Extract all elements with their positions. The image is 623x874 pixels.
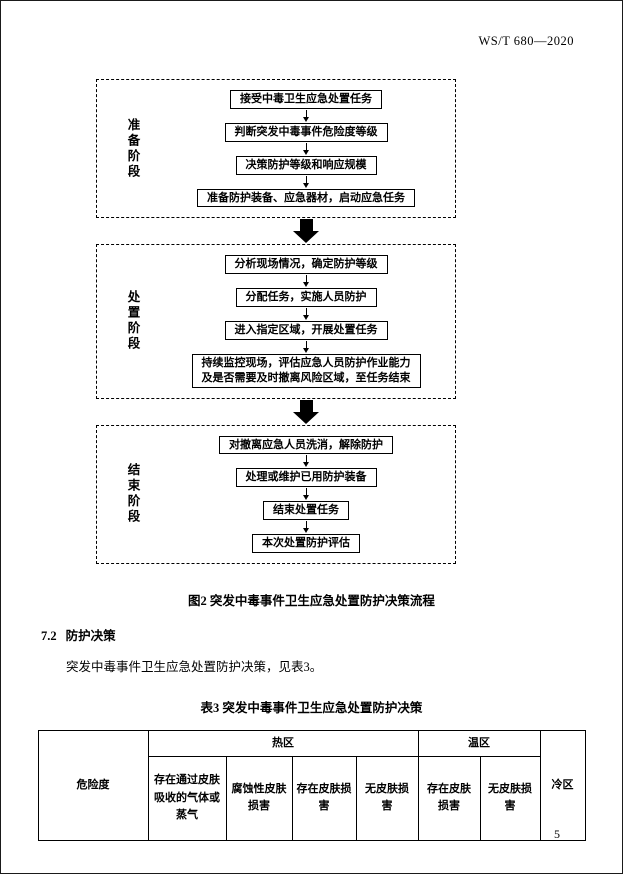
table-row: 危险度 热区 温区 冷区: [37, 729, 586, 841]
down-arrow-icon: [302, 109, 309, 122]
down-arrow-icon: [302, 175, 309, 188]
arrow-shaft: [299, 399, 313, 412]
section-number: 7.2: [41, 628, 57, 643]
flow-step: 本次处置防护评估: [252, 534, 360, 553]
down-arrow-icon: [302, 521, 309, 534]
flow-step: 持续监控现场，评估应急人员防护作业能力 及是否需要及时撤离风险区域，至任务结束: [191, 353, 421, 388]
flow-step: 结束处置任务: [263, 501, 349, 521]
phase-steps: 接受中毒卫生应急处置任务 判断突发中毒事件危险度等级 决策防护等级和响应规模 准…: [163, 90, 449, 208]
header-warm-sub-2: 无皮肤损害: [479, 755, 541, 841]
flow-step: 分析现场情况，确定防护等级: [224, 255, 388, 275]
header-hot-sub-3: 存在皮肤损害: [291, 755, 357, 841]
flow-step: 处理或维护已用防护装备: [235, 468, 377, 488]
standard-code: WS/T 680—2020: [478, 34, 574, 48]
big-down-arrow-icon: [293, 399, 319, 424]
table-caption: 表3 突发中毒事件卫生应急处置防护决策: [200, 700, 423, 715]
phase-disposal: 处置阶段 分析现场情况，确定防护等级 分配任务，实施人员防护 进入指定区域，开展…: [96, 244, 456, 399]
phase-transition: [96, 219, 456, 244]
down-arrow-icon: [302, 455, 309, 468]
flow-step: 判断突发中毒事件危险度等级: [224, 122, 388, 142]
header-hot-sub-4: 无皮肤损害: [355, 755, 419, 841]
section-heading: 7.2 防护决策: [41, 625, 622, 644]
down-arrow-icon: [302, 142, 309, 155]
arrow-head: [293, 411, 319, 424]
flow-step: 对撤离应急人员洗消，解除防护: [219, 435, 393, 455]
page-number: 5: [554, 827, 560, 841]
phase-label-box: 处置阶段: [103, 255, 163, 387]
flow-step: 分配任务，实施人员防护: [235, 288, 377, 308]
phase-label: 处置阶段: [125, 290, 140, 353]
phase-label: 结束阶段: [125, 463, 140, 526]
phase-label: 准备阶段: [125, 117, 140, 180]
table3: 危险度 热区 温区 冷区 存在通过皮肤吸收的气体或蒸气 腐蚀性皮肤损害 存在皮肤…: [37, 729, 586, 841]
header-hot-zone: 热区: [147, 729, 419, 757]
header-hot-sub-2: 腐蚀性皮肤损害: [225, 755, 293, 841]
down-arrow-icon: [302, 308, 309, 321]
phase-steps: 分析现场情况，确定防护等级 分配任务，实施人员防护 进入指定区域，开展处置任务 …: [163, 255, 449, 388]
header-risk: 危险度: [37, 729, 149, 841]
header-warm-sub-1: 存在皮肤损害: [417, 755, 481, 841]
flow-step: 进入指定区域，开展处置任务: [224, 321, 388, 340]
figure-caption: 图2 突发中毒事件卫生应急处置防护决策流程: [188, 593, 435, 608]
header-hot-sub-1: 存在通过皮肤吸收的气体或蒸气: [147, 755, 227, 841]
down-arrow-icon: [302, 488, 309, 501]
phase-transition: [96, 399, 456, 424]
section-title: 防护决策: [65, 628, 116, 643]
big-down-arrow-icon: [293, 219, 319, 244]
header-warm-zone: 温区: [417, 729, 541, 757]
flow-step: 接受中毒卫生应急处置任务: [230, 90, 382, 109]
phase-label-box: 准备阶段: [103, 90, 163, 207]
phase-conclusion: 结束阶段 对撤离应急人员洗消，解除防护 处理或维护已用防护装备 结束处置任务 本…: [96, 424, 456, 564]
phase-steps: 对撤离应急人员洗消，解除防护 处理或维护已用防护装备 结束处置任务 本次处置防护…: [163, 435, 449, 553]
down-arrow-icon: [302, 340, 309, 353]
body-paragraph: 突发中毒事件卫生应急处置防护决策，见表3。: [66, 659, 323, 674]
arrow-head: [293, 231, 319, 244]
phase-preparation: 准备阶段 接受中毒卫生应急处置任务 判断突发中毒事件危险度等级 决策防护等级和响…: [96, 79, 456, 219]
arrow-shaft: [299, 219, 313, 232]
table-row: 存在通过皮肤吸收的气体或蒸气 腐蚀性皮肤损害 存在皮肤损害 无皮肤损害 存在皮肤…: [38, 755, 585, 841]
header-cold-zone: 冷区: [539, 729, 586, 841]
flow-step: 准备防护装备、应急器材，启动应急任务: [197, 188, 415, 208]
flow-step: 决策防护等级和响应规模: [235, 155, 377, 175]
phase-label-box: 结束阶段: [103, 436, 163, 553]
figure2-flowchart: 准备阶段 接受中毒卫生应急处置任务 判断突发中毒事件危险度等级 决策防护等级和响…: [96, 79, 456, 564]
down-arrow-icon: [302, 275, 309, 288]
